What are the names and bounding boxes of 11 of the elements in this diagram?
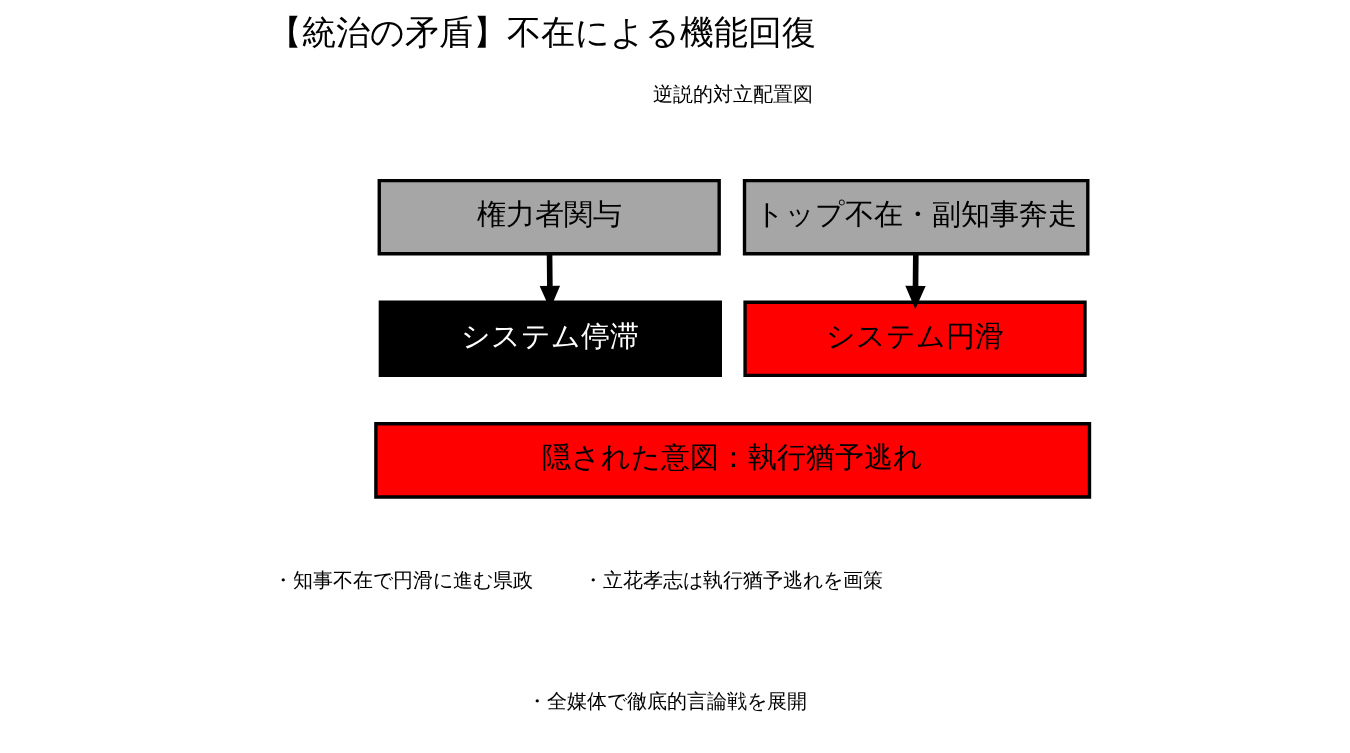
label: ・全媒体で徹底的言論戦を展開 bbox=[527, 689, 808, 714]
node-box: 隠された意図：執行猶予逃れ bbox=[374, 422, 1092, 499]
label: ・知事不在で円滑に進む県政 bbox=[272, 567, 533, 592]
arrow bbox=[905, 253, 926, 310]
node-box: システム停滞 bbox=[378, 300, 722, 378]
node-box: 権力者関与 bbox=[377, 178, 721, 256]
node-box: システム円滑 bbox=[743, 300, 1087, 378]
label: ・立花孝志は執行猶予逃れを画策 bbox=[582, 567, 883, 592]
diagram-title: 【統治の矛盾】不在による機能回復 bbox=[267, 13, 816, 53]
label: 逆説的対立配置図 bbox=[652, 81, 813, 106]
node-box: トップ不在・副知事奔走 bbox=[742, 178, 1090, 256]
